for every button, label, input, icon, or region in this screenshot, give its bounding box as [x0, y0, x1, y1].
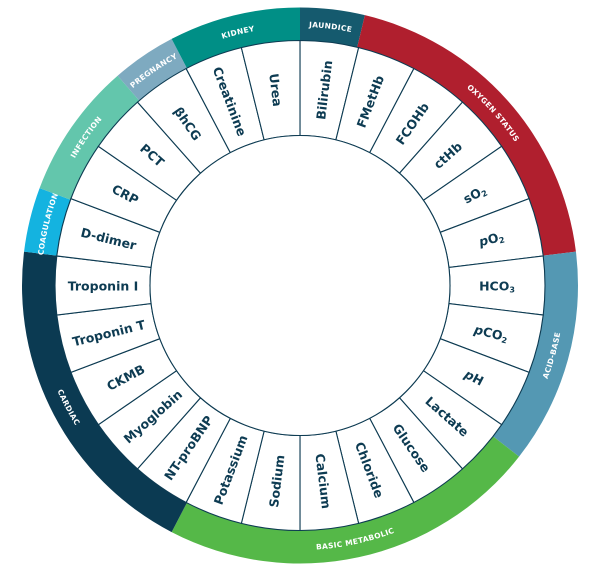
category-band-kidney: [171, 7, 300, 69]
center-circle: [149, 134, 451, 437]
category-band-jaundice: [300, 7, 365, 48]
segment-sodium: Sodium: [240, 430, 301, 532]
segment-label: pCO2: [472, 321, 510, 345]
segment-label: Bilirubin: [313, 59, 335, 120]
segment-bilirubin: Bilirubin: [299, 39, 360, 141]
segment-label: HCO3: [479, 278, 515, 294]
segment-chloride: Chloride: [335, 417, 415, 525]
segment-troponin-i: Troponin I: [54, 255, 152, 316]
category-band-oxygen-status: [357, 15, 576, 256]
category-band-coagulation: [24, 188, 71, 256]
category-band-infection: [39, 75, 140, 200]
segment-label: pO2: [476, 228, 505, 250]
segment-ckmb: CKMB: [70, 337, 178, 426]
segment-label: Calcium: [313, 453, 335, 510]
segment-label: Urea: [267, 73, 286, 108]
category-band-basic-metabolic: [171, 436, 520, 564]
segment-label: Sodium: [266, 454, 287, 508]
segment-fcohb: FCOHb: [368, 67, 464, 174]
category-band-pregnancy: [117, 38, 187, 101]
segment-hco3: HCO3: [448, 255, 546, 316]
segment-creatinine: Creatinine: [185, 46, 265, 154]
category-band-cardiac: [22, 251, 187, 533]
segment-so2: sO2: [422, 145, 530, 234]
segment-label: Troponin I: [68, 278, 139, 293]
segment-label: sO2: [460, 182, 488, 207]
